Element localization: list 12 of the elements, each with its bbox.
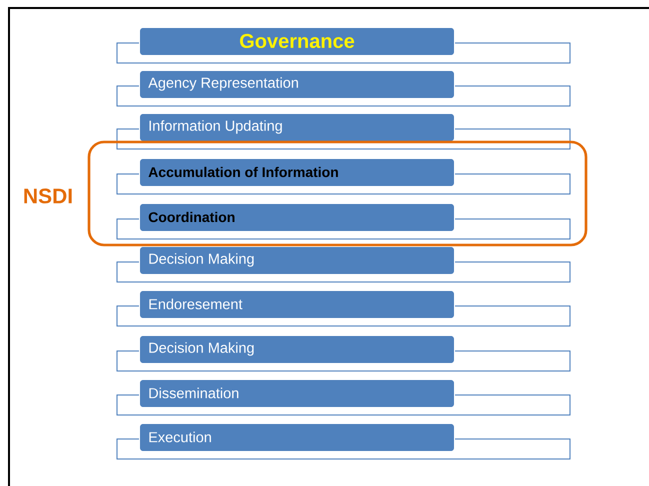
list-bar: Coordination: [116, 204, 570, 240]
list-bar: Execution: [116, 424, 570, 460]
list-bar: Information Updating: [116, 114, 570, 150]
group-heading: NSDI: [24, 188, 72, 204]
list-bar: Accumulation of Information: [116, 159, 570, 194]
group-outline: [88, 140, 588, 246]
list-bar: Decision Making: [116, 336, 570, 372]
list-bar: Governance: [116, 28, 570, 64]
list-bar: Dissemination: [116, 380, 570, 416]
list-bar: Endoresement: [116, 290, 570, 326]
list-bar: Agency Representation: [116, 71, 570, 106]
list-bar: Decision Making: [116, 246, 570, 282]
